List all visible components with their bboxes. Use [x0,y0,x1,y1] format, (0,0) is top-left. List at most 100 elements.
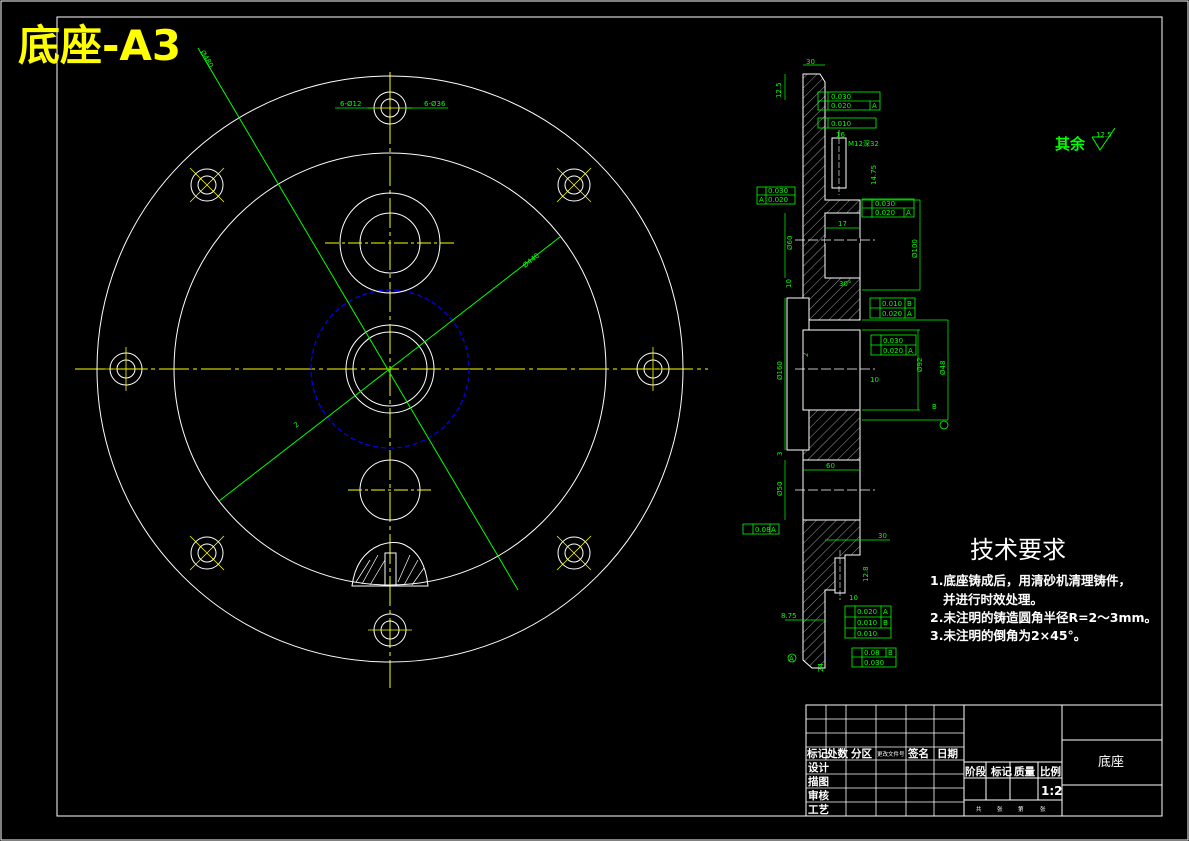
tb-sheet-0: 共 [976,805,982,813]
tol-3a: 0.030 [875,200,895,208]
tol-2: 0.010 [831,120,851,128]
tb-sheet-2: 第 [1018,805,1024,813]
tb-header-3: 更改文件号 [877,750,905,758]
tol-6c: 0.010 [857,630,877,638]
tech-item-3: 2.未注明的铸造圆角半径R=2～3mm。 [930,610,1157,625]
dim-thread: M12深32 [848,139,879,148]
diagonal-dimension-line [197,47,519,591]
dim-3: 3 [776,452,784,456]
dim-holes-small: 6-Ø12 [340,100,361,108]
title-block-texts: 底座 标记 处数 分区 更改文件号 签名 日期 设计 描图 审核 工艺 阶段 标… [806,747,1124,816]
title-block [805,704,1163,817]
ref-b: B [932,403,937,411]
dim-h-875: 8.75 [781,612,797,620]
tol-bot-left: 0.08 [755,526,771,534]
dim-note-r: 2 [292,421,300,430]
tb-stage-2: 质量 [1014,765,1036,778]
tol-5-ref: A [908,347,913,355]
tb-role-3: 工艺 [808,803,829,816]
dim-h-128: 12.8 [862,566,870,582]
dim-holes-big: 6-Ø36 [424,100,446,108]
dim-width-60: 60 [826,462,835,470]
outer-dimension-line [218,236,561,502]
tol-1b: 0.020 [831,102,851,110]
dim-width-30: 30 [878,532,887,540]
tol-7a: 0.08 [864,649,880,657]
tb-scale: 1:2 [1041,784,1063,798]
bore-outer [345,324,435,414]
tb-header-0: 标记 [806,747,828,760]
tol-1a: 0.030 [831,93,851,101]
tol-bot-left-ref: A [771,526,776,534]
tol-6a-ref: A [883,608,888,616]
tb-role-0: 设计 [808,761,829,774]
tb-stage-1: 标记 [990,765,1012,778]
dim-outer-diameter: Ø440 [521,252,541,270]
surface-note-value: 12.5 [1096,131,1112,139]
outer-flange-circle [96,75,684,663]
tol-5b: 0.020 [883,347,903,355]
tol-6b-ref: B [883,619,888,627]
roughness-symbol-icon [1091,127,1116,151]
bolt-holes [104,86,675,647]
tb-header-5: 日期 [937,747,958,760]
tb-role-1: 描图 [808,775,829,788]
dim-h-24: 24 [817,663,825,672]
bottom-section [351,542,429,587]
tb-stage-0: 阶段 [965,765,986,778]
dim-width-17: 17 [838,220,847,228]
surface-note-label: 其余 [1055,135,1086,153]
dim-depth-10: 10 [785,279,793,288]
tol-4b-ref: A [907,310,912,318]
tol-6a: 0.020 [857,608,877,616]
tol-4a: 0.010 [882,300,902,308]
tol-6b: 0.010 [857,619,877,627]
bore-inner [352,331,428,407]
dim-chamfer-30: 30° [839,280,851,288]
tb-header-2: 分区 [851,747,872,760]
dim-depth-1: 14.75 [870,165,878,185]
tb-sheet-1: 张 [997,805,1003,813]
tol-4b: 0.020 [882,310,902,318]
tech-item-2: 并进行时效处理。 [930,592,1043,607]
dim-top-width: 30 [806,58,815,66]
ref-a: A [789,655,794,663]
section-dim-texts: 30 12.5 0.030 0.020 A 0.010 16 M12深32 14… [755,58,947,672]
tb-sheet-3: 张 [1040,805,1046,813]
frame-border [56,16,1163,817]
tb-stage-3: 比例 [1040,765,1061,778]
tol-5a: 0.030 [883,337,903,345]
part-name: 底座 [1098,754,1124,770]
dim-depth-10b: 10 [870,376,879,384]
dim-h-10: 10 [849,594,858,602]
tol-7b: 0.030 [864,659,884,667]
dim-dia-60: Ø60 [786,236,794,250]
tech-item-4: 3.未注明的倒角为2×45°。 [930,628,1086,643]
section-view [742,64,949,669]
tb-role-2: 审核 [808,789,829,802]
dim-dia-92: Ø92 [916,358,924,372]
tech-title: 技术要求 [970,536,1066,564]
dim-dia-48: Ø48 [939,361,947,375]
dim-dia-50: Ø50 [776,482,784,496]
tol-left-a: 0.030 [768,187,788,195]
dim-diagonal: Ø480 [198,49,215,69]
tb-header-1: 处数 [826,747,848,760]
tol-3-ref: A [906,209,911,217]
tol-7a-ref: B [888,649,893,657]
tol-3b: 0.020 [875,209,895,217]
dim-top-height: 12.5 [775,82,783,98]
dim-mark-2: 2 [802,353,810,357]
tol-1b-ref: A [872,102,877,110]
dim-dia-160: Ø160 [776,361,784,380]
tol-4a-ref: B [907,300,912,308]
plan-view [75,47,708,688]
dim-thread-depth: 16 [836,131,845,139]
hidden-bore-circle [310,289,470,449]
tech-item-1: 1.底座铸成后，用清砂机清理铸件， [930,573,1131,588]
dim-dia-100: Ø100 [911,239,919,258]
tb-header-4: 签名 [907,747,929,760]
inner-flange-circle [173,152,607,586]
